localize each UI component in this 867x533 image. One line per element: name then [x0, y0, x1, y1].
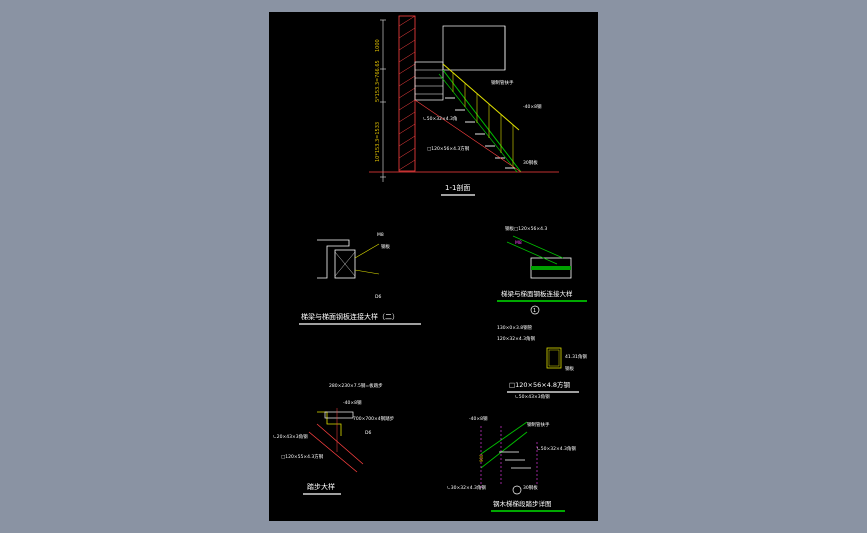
detail2-marker: 1 [533, 308, 536, 314]
cad-drawing: 1000 5*153.3=766.65 10*153.3=1533 [273, 15, 587, 512]
tube-e: ∟50×43×3角钢 [515, 393, 550, 400]
d2-note-top: 钢板□120×56×4.3 [505, 225, 547, 232]
step-big: 700×700×4钢踏步 [353, 415, 395, 422]
tube-d: 钢板 [565, 365, 574, 372]
stair-c: 30钢板 [523, 484, 538, 491]
tube-main: □120×56×4.8方钢 [509, 380, 571, 389]
detail-stair-step: -40×8钢 钢制管扶手 900 ∟50×32×4.3角钢 ∟30×32×4.3… [447, 415, 576, 512]
tube-c: 41.31角钢 [565, 353, 587, 360]
note-rail-top: 钢制管扶手 [491, 79, 514, 86]
d1-note-bottom: D6 [375, 294, 381, 300]
stair-plate: -40×8钢 [469, 415, 488, 422]
stair-dim: 900 [479, 454, 484, 462]
tube-a: 130×0×3.8钢管 [497, 324, 533, 331]
step-top: 280×230×7.5钢=板踏步 [329, 382, 383, 389]
detail-rect-tube: 130×0×3.8钢管 120×32×4.3角钢 41.31角钢 钢板 □120… [497, 324, 587, 400]
detail1-title: 梯梁与梯面钢板连接大样（二） [301, 312, 399, 321]
detail-step: 280×230×7.5钢=板踏步 -40×8钢 700×700×4钢踏步 D6 … [273, 382, 395, 495]
stair-rail: 钢制管扶手 [527, 421, 550, 428]
section-title: 1-1剖面 [445, 183, 470, 192]
dim-766: 5*153.3=766.65 [375, 60, 381, 102]
detail-beam-connection: 钢板□120×56×4.3 M8 梯梁与梯面钢板连接大样 1 [497, 225, 587, 315]
step-d: D6 [365, 430, 371, 436]
cad-drawing-sheet: 1000 5*153.3=766.65 10*153.3=1533 [269, 12, 598, 521]
d2-note-m: M8 [515, 240, 522, 246]
section-1-1: 1000 5*153.3=766.65 10*153.3=1533 [369, 15, 559, 196]
stair-a: ∟50×32×4.3角钢 [537, 445, 576, 452]
note-angle: ∟50×32×4.3角 [423, 115, 457, 122]
d1-note-top: M8 [377, 232, 384, 238]
tube-b: 120×32×4.3角钢 [497, 335, 536, 342]
note-rect-tube: □120×56×4.3方钢 [427, 145, 470, 152]
step-plate: -40×8钢 [343, 399, 362, 406]
detail4-title: 钢木梯梯段踏步详图 [493, 499, 552, 508]
note-plate: -40×8钢 [523, 103, 542, 110]
detail-beam-connection-2: M8 钢板 D6 梯梁与梯面钢板连接大样（二） [299, 232, 421, 325]
detail3-title: 踏步大样 [307, 482, 335, 491]
dim-1000: 1000 [375, 39, 381, 52]
note-tread: 30钢板 [523, 159, 538, 166]
step-tube: □120×55×4.3方钢 [281, 453, 324, 460]
dim-1533: 10*153.3=1533 [375, 122, 381, 162]
detail2-title: 梯梁与梯面钢板连接大样 [501, 289, 573, 298]
d1-note-side: 钢板 [381, 243, 390, 250]
stair-b: ∟30×32×4.3角钢 [447, 484, 486, 491]
step-angle: ∟20×43×3角钢 [273, 433, 308, 440]
